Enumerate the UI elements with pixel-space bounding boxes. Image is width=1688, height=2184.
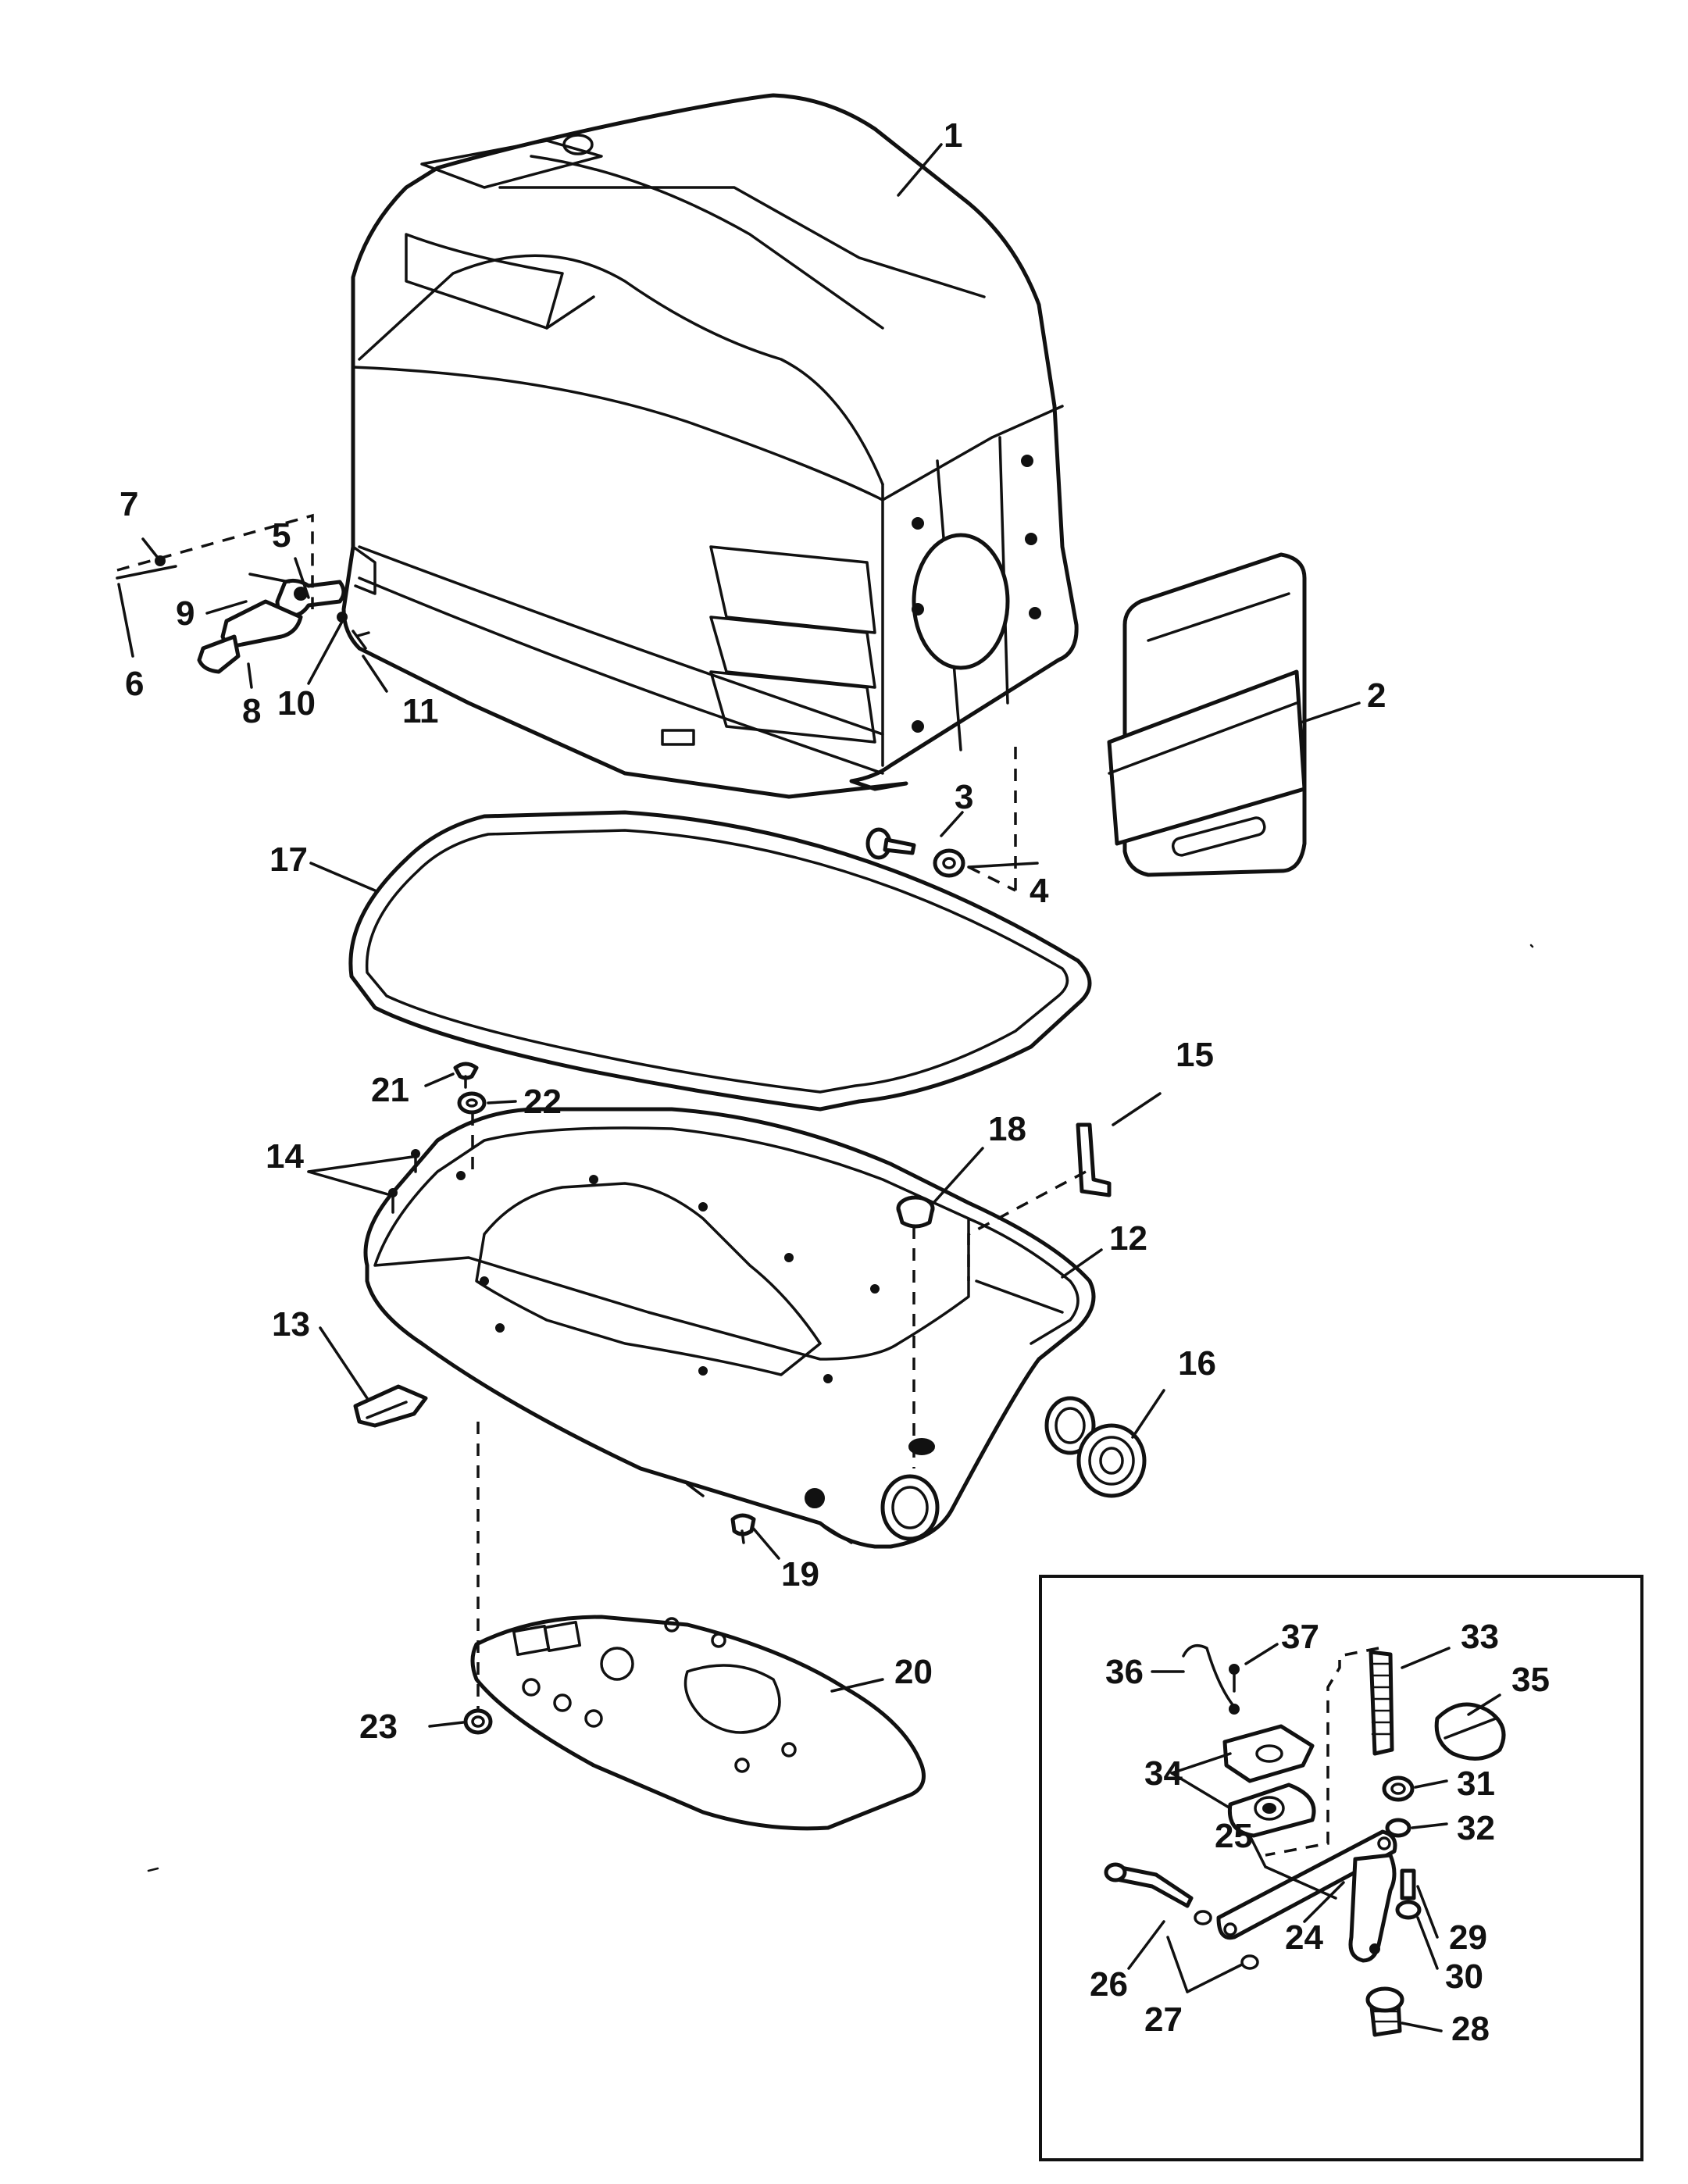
callout-22: 22	[523, 1083, 562, 1121]
callout-13: 13	[272, 1305, 310, 1344]
callout-7: 7	[120, 485, 138, 523]
latch-assembly	[116, 555, 370, 674]
plug-19	[730, 1513, 756, 1544]
callout-16: 16	[1178, 1344, 1216, 1383]
callout-34: 34	[1144, 1754, 1183, 1793]
washer-22	[457, 1091, 487, 1115]
washer-4	[933, 848, 965, 878]
leader-lines	[117, 143, 1501, 2032]
callout-29: 29	[1449, 1918, 1487, 1957]
callout-5: 5	[272, 516, 291, 555]
top-cowl	[341, 93, 1079, 799]
callout-4: 4	[1030, 872, 1049, 910]
callout-19: 19	[781, 1555, 819, 1593]
callout-10: 10	[277, 684, 316, 723]
callout-30: 30	[1445, 1957, 1483, 1996]
callout-2: 2	[1367, 676, 1386, 715]
callout-33: 33	[1461, 1618, 1499, 1656]
callout-27: 27	[1144, 2000, 1183, 2039]
callout-17: 17	[269, 840, 308, 879]
callout-20: 20	[894, 1653, 933, 1691]
screw-21	[453, 1062, 479, 1089]
bottom-plate	[470, 1615, 926, 1831]
callout-23: 23	[359, 1708, 398, 1746]
callout-21: 21	[371, 1071, 409, 1109]
callout-35: 35	[1511, 1661, 1550, 1699]
side-cover	[1107, 552, 1307, 877]
callout-9: 9	[176, 594, 194, 633]
hinge-13	[353, 1384, 428, 1428]
callout-8: 8	[242, 692, 261, 730]
callout-labels: 1 2 3 4 5 6 7 8 9 10 11 12 13 14 15 16 1…	[120, 116, 1550, 2048]
callout-28: 28	[1451, 2010, 1490, 2048]
callout-12: 12	[1109, 1219, 1147, 1258]
callout-31: 31	[1457, 1765, 1495, 1803]
callout-37: 37	[1281, 1618, 1319, 1656]
callout-26: 26	[1090, 1965, 1128, 2004]
bottom-cowl	[363, 1107, 1096, 1549]
callout-25: 25	[1215, 1817, 1253, 1855]
callout-36: 36	[1105, 1653, 1144, 1691]
callout-6: 6	[125, 665, 144, 703]
assembly-lines	[116, 513, 1379, 1857]
callout-15: 15	[1176, 1036, 1214, 1074]
callout-24: 24	[1285, 1918, 1323, 1957]
callout-18: 18	[988, 1110, 1026, 1148]
plug-18	[896, 1195, 935, 1229]
callout-32: 32	[1457, 1809, 1495, 1847]
callout-1: 1	[944, 116, 962, 155]
bracket-15	[1076, 1122, 1112, 1197]
callout-3: 3	[955, 778, 973, 816]
callout-14: 14	[266, 1137, 304, 1176]
callout-11: 11	[402, 692, 439, 730]
nut-23	[463, 1708, 493, 1735]
grommet-16	[1076, 1423, 1147, 1498]
fastener-3	[865, 827, 916, 860]
cowl-seal	[348, 810, 1092, 1112]
detail-inset	[1039, 1575, 1643, 2161]
